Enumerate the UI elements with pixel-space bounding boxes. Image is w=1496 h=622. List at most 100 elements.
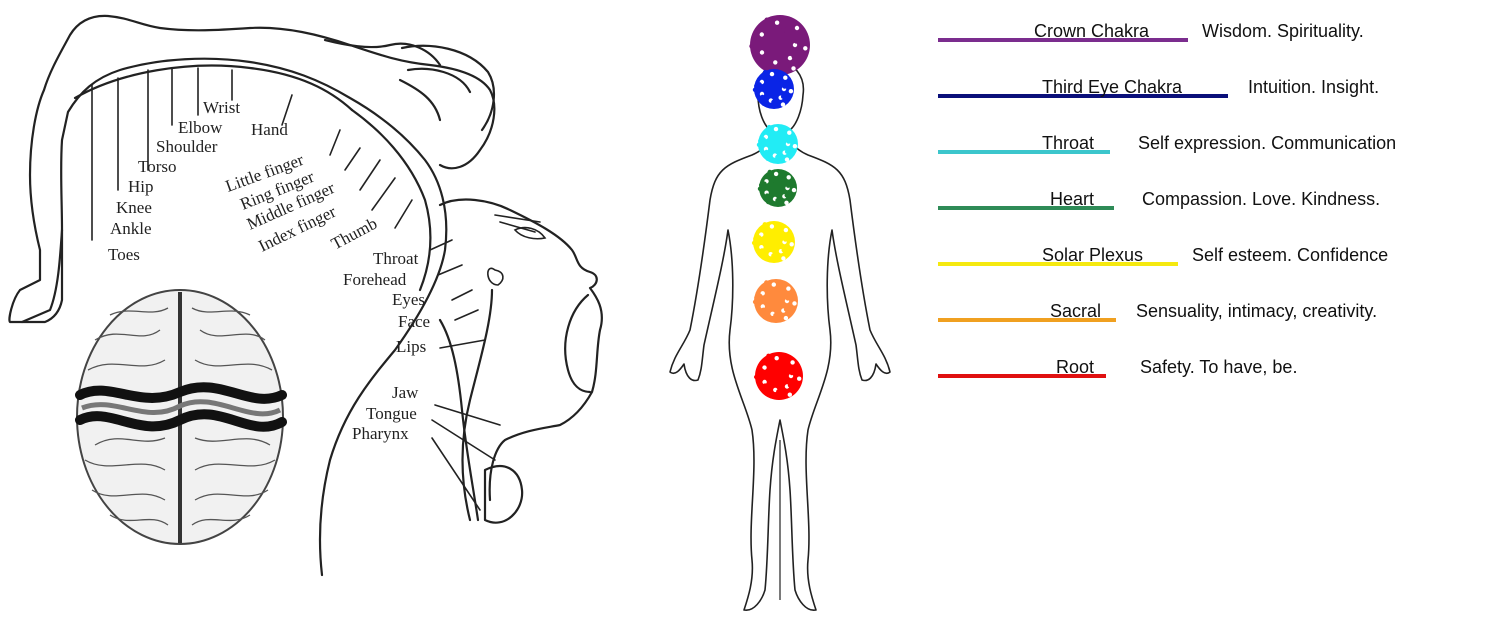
chakra-dot-speckle <box>766 157 770 161</box>
chakra-dot-speckle <box>787 175 791 179</box>
chakra-dot-speckle <box>775 21 779 25</box>
legend-name-third-eye-chakra: Third Eye Chakra <box>1042 77 1183 97</box>
chakra-dot-speckle <box>783 393 787 397</box>
chakra-dot-speckle <box>762 65 766 69</box>
leg-shape <box>22 230 62 322</box>
chakra-dot-speckle <box>767 125 771 129</box>
chakra-dot-speckle <box>768 170 772 174</box>
chakra-dot-speckle <box>749 44 753 48</box>
label-pharynx: Pharynx <box>352 424 409 443</box>
chakra-dot-speckle <box>767 290 771 294</box>
chakra-dot-speckle <box>764 280 768 284</box>
chakra-dot-speckle <box>787 131 791 135</box>
chakra-dot-speckle <box>774 172 778 176</box>
label-ankle: Ankle <box>110 219 152 238</box>
chakra-dot-speckle <box>788 393 792 397</box>
chakra-dot-speckle <box>785 193 789 197</box>
chakra-dot-speckle <box>763 383 767 387</box>
chakra-dot-speckle <box>762 315 766 319</box>
chakra-dot-speckle <box>784 307 788 311</box>
chakra-dot-speckle <box>756 370 760 374</box>
chakra-dot-speckle <box>785 150 789 154</box>
legend-name-root: Root <box>1056 357 1094 377</box>
label-lips: Lips <box>396 337 426 356</box>
chakra-dot-speckle <box>797 31 801 35</box>
chakra-dot-speckle <box>765 232 769 236</box>
chakra-dot-speckle <box>757 235 761 239</box>
chakra-dot-speckle <box>786 184 790 188</box>
chakra-dot-speckle <box>792 54 796 58</box>
label-wrist: Wrist <box>203 98 240 117</box>
chakra-dot-speckle <box>788 56 792 60</box>
label-hip: Hip <box>128 177 154 196</box>
chakra-dot-speckle <box>792 364 796 368</box>
chakra-dot-speckle <box>789 89 793 93</box>
chakra-dot-speckle <box>778 131 782 135</box>
chakra-dot-speckle <box>758 294 762 298</box>
chakra-dot-speckle <box>779 317 783 321</box>
chakra-dot-speckle <box>757 143 761 147</box>
chakra-dot-speckle <box>760 368 764 372</box>
chakra-dot-speckle <box>771 100 775 104</box>
chakra-dot-speckle <box>770 179 774 183</box>
legend-meaning-sacral: Sensuality, intimacy, creativity. <box>1136 301 1377 321</box>
chakra-dot-speckle <box>788 383 792 387</box>
chakra-dot-speckle <box>785 157 789 161</box>
label-toes: Toes <box>108 245 140 264</box>
legend-name-sacral: Sacral <box>1050 301 1101 321</box>
chakra-dot-speckle <box>781 95 785 99</box>
chakra-dot-speckle <box>758 187 762 191</box>
cortex-lower-band <box>440 320 478 520</box>
chakra-dots <box>749 15 810 400</box>
chakra-dot-speckle <box>763 222 767 226</box>
chakra-dot-speckle <box>760 248 764 252</box>
label-tongue: Tongue <box>366 404 417 423</box>
chakra-dot-speckle <box>762 137 766 141</box>
chakra-dot-speckle <box>783 84 787 88</box>
legend-meaning-throat: Self expression. Communication <box>1138 133 1396 153</box>
chakra-dot-speckle <box>770 224 774 228</box>
chakra-dot-speckle <box>771 253 775 257</box>
brain-top-view <box>77 290 283 544</box>
chakra-dot-speckle <box>754 375 758 379</box>
chakra-dot-speckle <box>773 60 777 64</box>
label-throat: Throat <box>373 249 419 268</box>
chakra-dot-speckle <box>756 36 760 40</box>
chakra-dot-speckle <box>781 27 785 31</box>
chakra-dot-speckle <box>764 392 768 396</box>
label-jaw: Jaw <box>392 383 419 402</box>
label-shoulder: Shoulder <box>156 137 218 156</box>
chakra-dot-speckle <box>795 26 799 30</box>
chakra-dot-speckle <box>760 32 764 36</box>
cortex-inner-line <box>463 290 493 520</box>
legend-meaning-third-eye-chakra: Intuition. Insight. <box>1248 77 1379 97</box>
chakra-dot-speckle <box>752 241 756 245</box>
chakra-dot-speckle <box>780 22 784 26</box>
chakra-dot-speckle <box>761 255 765 259</box>
chakra-dot-speckle <box>784 201 788 205</box>
chakra-dot-speckle <box>761 55 765 59</box>
legend-meaning-crown-chakra: Wisdom. Spirituality. <box>1202 21 1364 41</box>
chakra-dot-speckle <box>775 356 779 360</box>
chakra-dot-speckle <box>776 389 780 393</box>
chakra-dot-speckle <box>762 388 766 392</box>
label-eyes: Eyes <box>392 290 425 309</box>
chakra-dot-speckle <box>787 139 791 143</box>
chakra-dot-speckle <box>775 155 779 159</box>
chakra-dot-speckle <box>800 51 804 55</box>
legend-name-heart: Heart <box>1050 189 1094 209</box>
legend-meaning-solar-plexus: Self esteem. Confidence <box>1192 245 1388 265</box>
chakra-dot-speckle <box>795 380 799 384</box>
chakra-dot-speckle <box>753 300 757 304</box>
chakra-dot-speckle <box>786 296 790 300</box>
chakra-dot-speckle <box>777 62 781 66</box>
chakra-dot-speckle <box>774 229 778 233</box>
chakra-dot-speckle <box>784 316 788 320</box>
chakra-dot-speckle <box>765 79 769 83</box>
chakra-dot-speckle <box>793 144 797 148</box>
face-profile <box>440 200 602 500</box>
chakra-legend: Crown ChakraWisdom. Spirituality.Third E… <box>938 21 1396 377</box>
chakra-dot-speckle <box>754 295 758 299</box>
